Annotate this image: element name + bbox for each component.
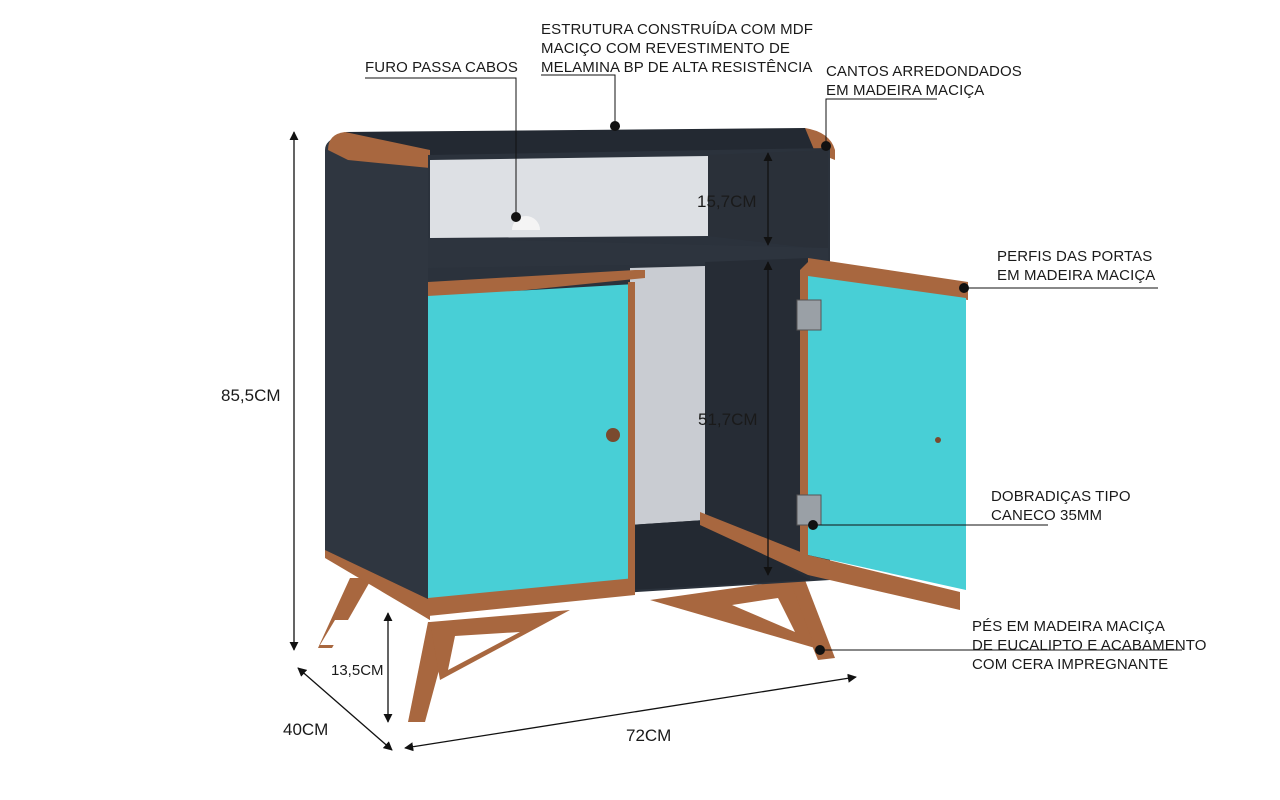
callout-estrutura: ESTRUTURA CONSTRUÍDA COM MDF MACIÇO COM … [541, 21, 813, 76]
dim-height-label: 85,5CM [221, 386, 281, 405]
callout-leaders [365, 74, 1182, 655]
right-door [700, 258, 968, 610]
dim-depth-label: 40CM [283, 720, 329, 739]
front-right-leg [785, 580, 835, 660]
left-door [428, 270, 645, 616]
back-right-brace [650, 580, 815, 648]
dimension-lines [289, 131, 857, 752]
callout-furo: FURO PASSA CABOS [365, 59, 519, 76]
dim-width-label: 72CM [626, 726, 672, 745]
dim-compartment-height-label: 51,7CM [698, 410, 758, 429]
callout-perfis: PERFIS DAS PORTAS EM MADEIRA MACIÇA [997, 248, 1156, 284]
front-left-leg-brace [430, 610, 570, 680]
width-dim-line [404, 673, 857, 752]
dim-niche-height-label: 15,7CM [697, 192, 757, 211]
dim-leg-height-label: 13,5CM [331, 662, 384, 679]
callout-dobradicas: DOBRADIÇAS TIPO CANECO 35MM [991, 488, 1131, 524]
callout-pes: PÉS EM MADEIRA MACIÇA DE EUCALIPTO E ACA… [972, 618, 1207, 673]
depth-dim-line [297, 667, 393, 751]
left-door-knob [606, 428, 620, 442]
top-hinge [796, 299, 822, 331]
bottom-hinge [796, 494, 822, 526]
callout-cantos: CANTOS ARREDONDADOS EM MADEIRA MACIÇA [826, 63, 1022, 99]
